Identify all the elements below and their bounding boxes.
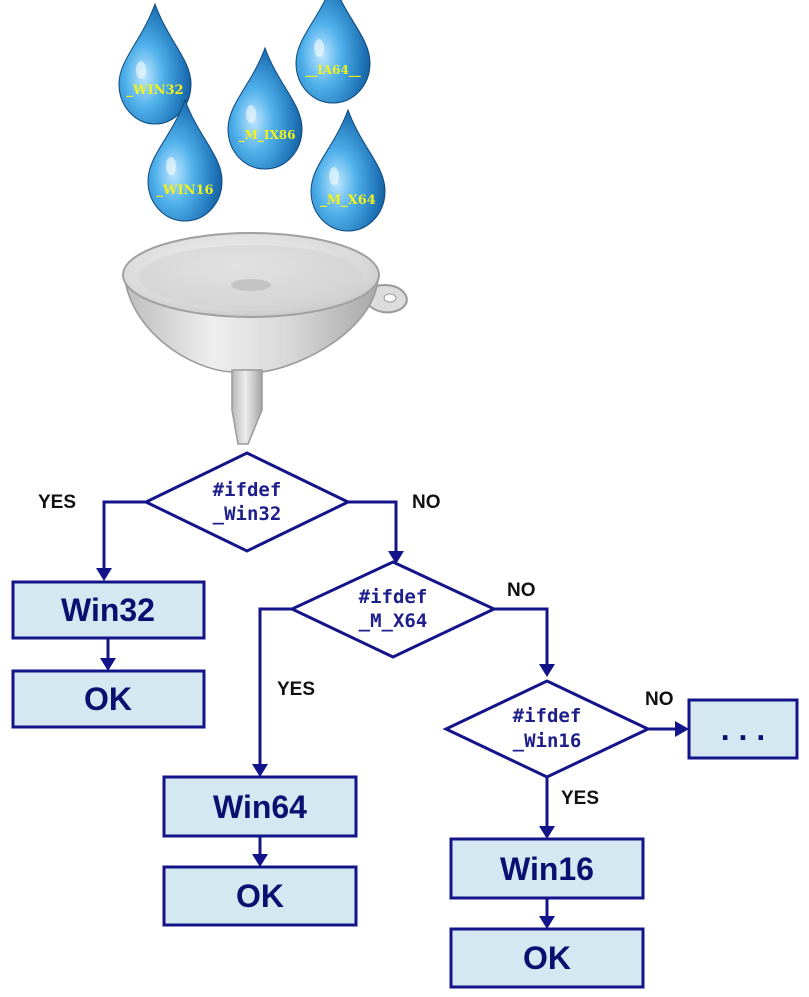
edge-label-no: NO [507,580,536,601]
drop-label: _M_X64 [320,193,376,208]
box-ok-3: OK [449,927,645,989]
drop-label: _M_IX86 [239,128,296,143]
box-win64: Win64 [162,775,358,838]
drop-win32: _WIN32 [118,2,192,125]
box-label: OK [523,940,571,976]
drop-m-ix86: _M_IX86 [227,46,303,170]
funnel-icon [122,232,408,445]
box-ok-1: OK [11,669,206,729]
decision-line2: _Win32 [213,503,282,525]
box-win16: Win16 [449,837,645,900]
edge-label-no: NO [645,689,674,710]
drop-win16: _WIN16 [147,98,223,222]
flow-edges [96,500,689,929]
decision-ifdef-win32: #ifdef _Win32 [142,451,352,553]
edge-label-yes: YES [561,788,599,809]
box-label: . . . [721,711,765,747]
drop-label: __IA64__ [305,63,361,78]
decision-line2: _Win16 [513,730,582,752]
drop-label: _WIN32 [126,83,183,98]
box-label: Win64 [213,789,307,825]
decision-line1: #ifdef [359,586,428,608]
box-label: Win16 [500,851,594,887]
box-win32: Win32 [11,580,206,640]
drop-m-x64: _M_X64 [310,108,386,232]
drop-ia64: __IA64__ [295,0,371,104]
decision-ifdef-m-x64: #ifdef _M_X64 [288,560,498,659]
edge-label-yes: YES [277,679,315,700]
box-label: OK [84,681,132,717]
box-label: Win32 [61,592,155,628]
drop-label: _WIN16 [156,183,213,198]
box-more: . . . [687,698,799,760]
edge-label-no: NO [412,492,441,513]
box-ok-2: OK [162,865,358,927]
decision-line2: _M_X64 [359,610,428,632]
box-label: OK [236,878,284,914]
decision-ifdef-win16: #ifdef _Win16 [442,679,652,779]
edge-label-yes: YES [38,492,76,513]
decision-line1: #ifdef [213,479,282,501]
decision-line1: #ifdef [513,705,582,727]
